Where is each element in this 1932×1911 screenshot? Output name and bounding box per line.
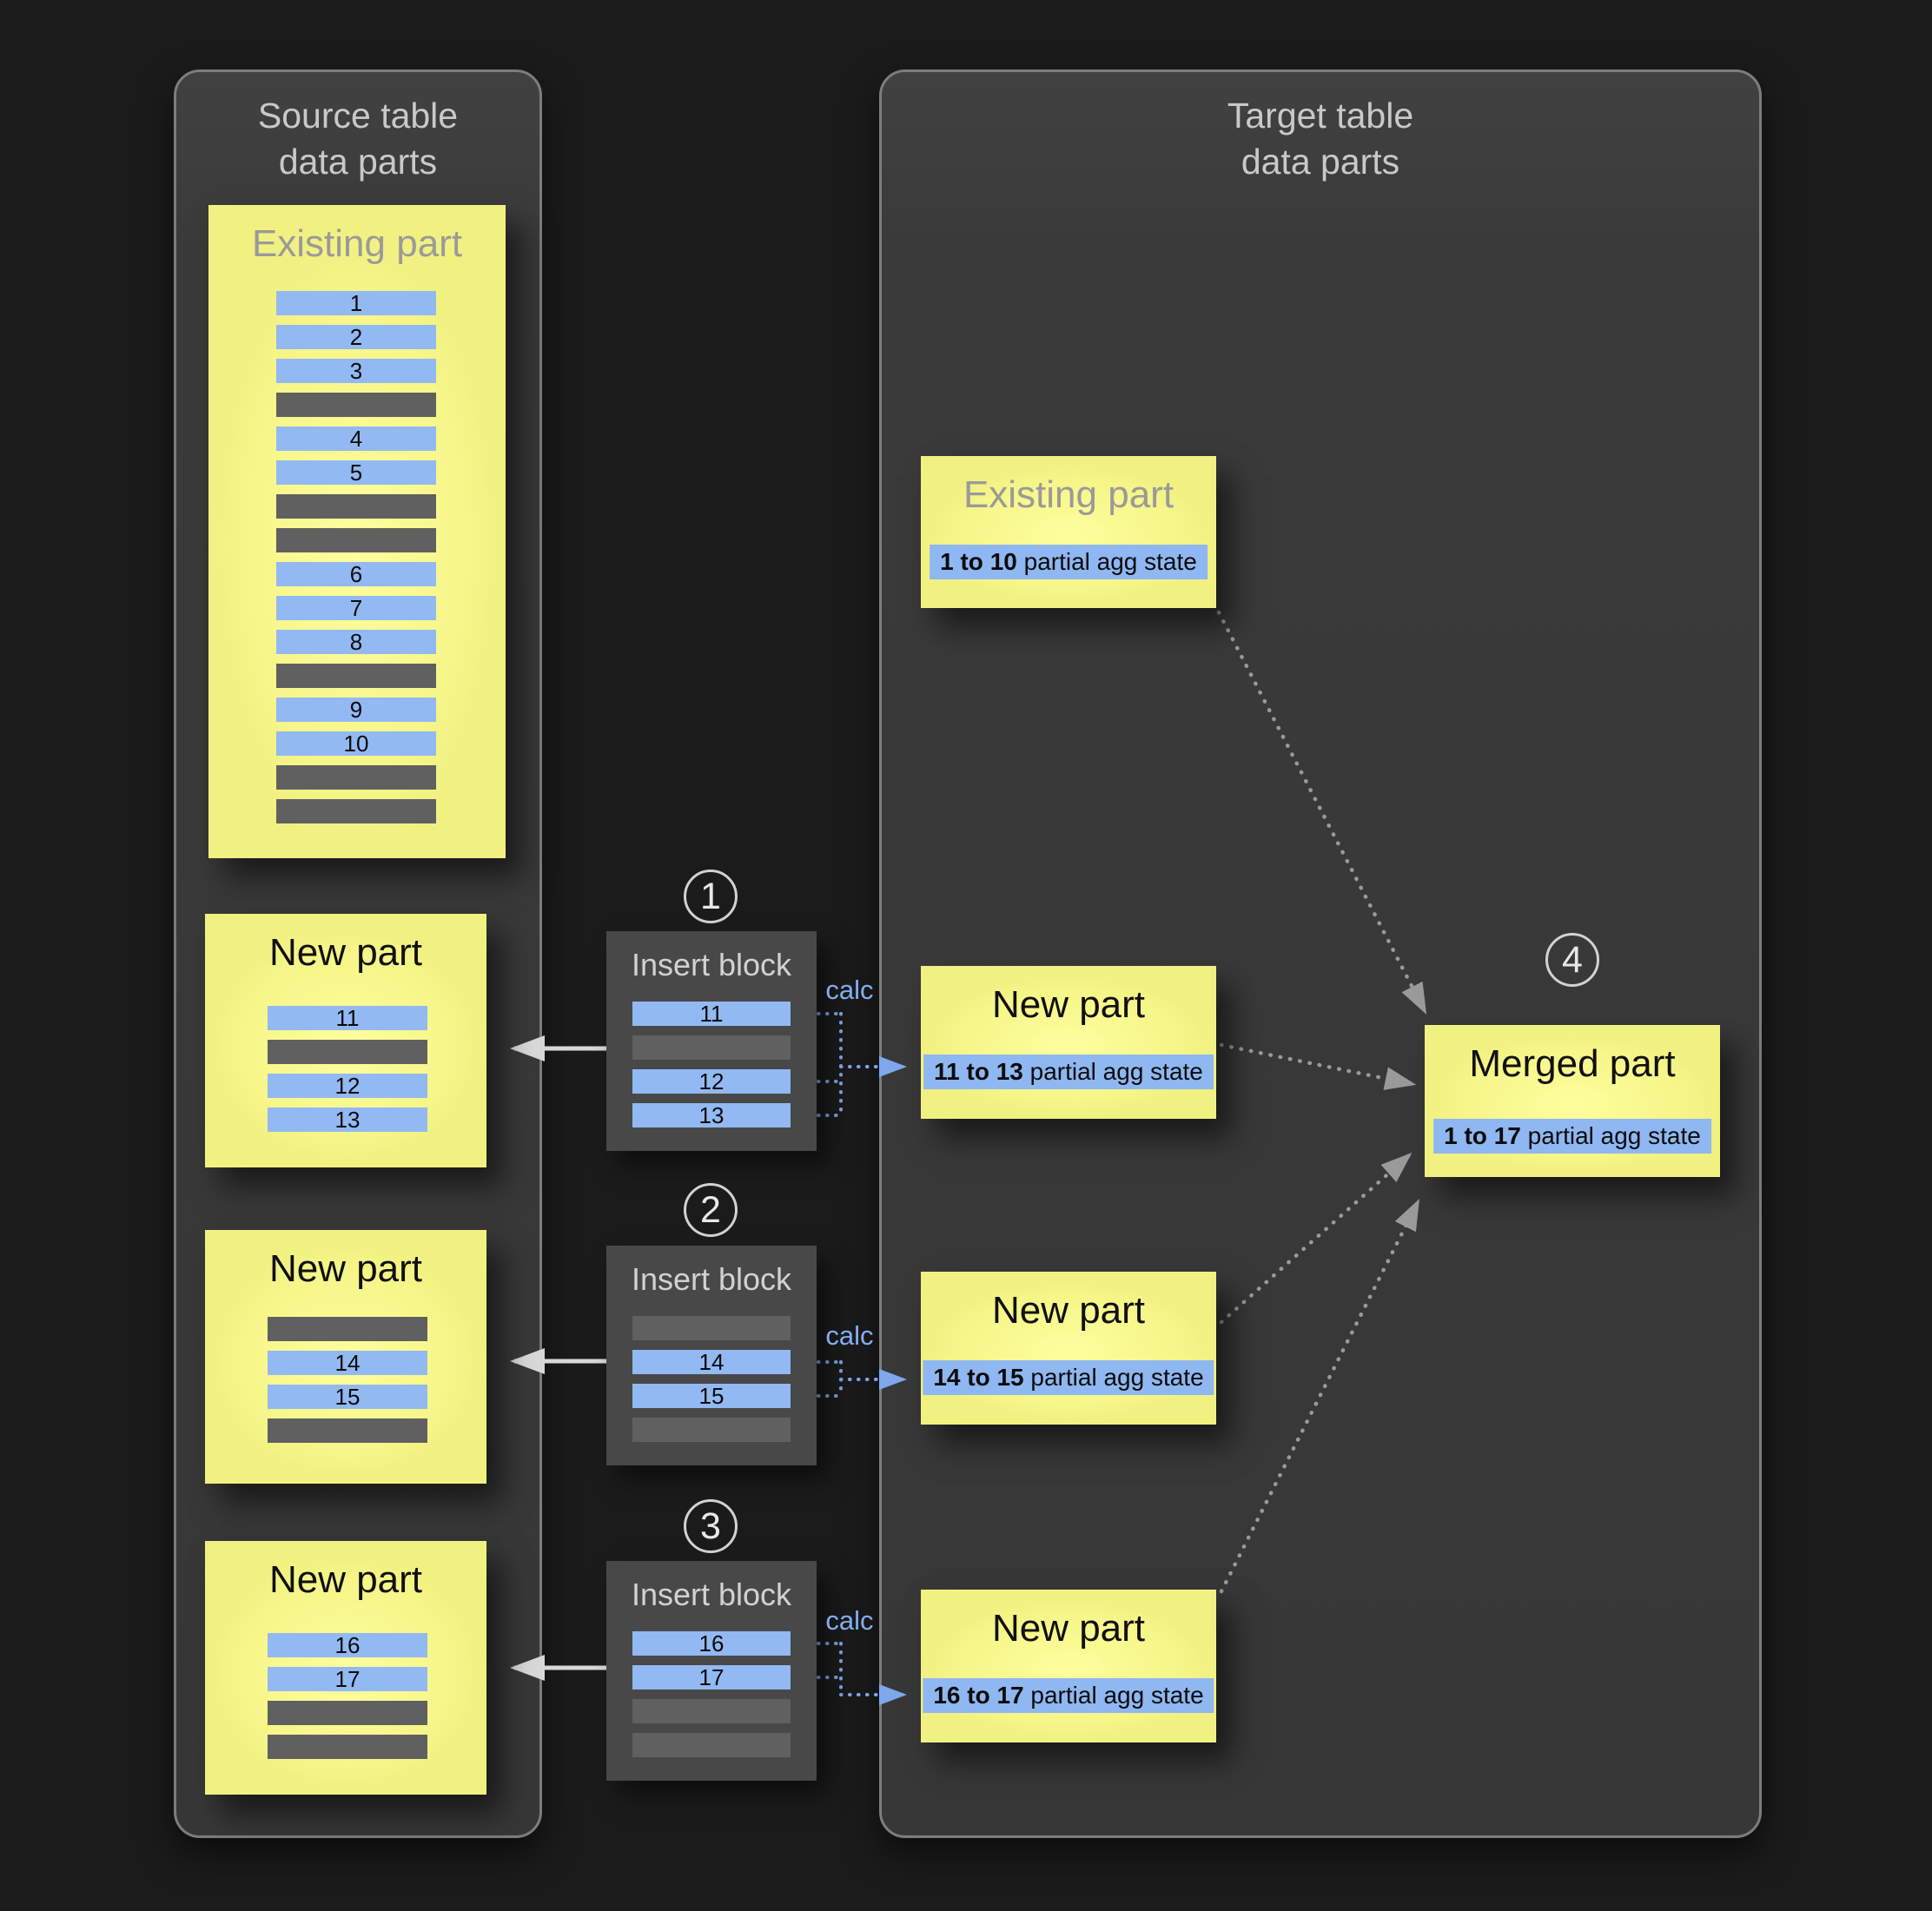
calc-label-1: calc [825,975,874,1005]
step-badge-3-number: 3 [700,1504,721,1547]
agg-state-pill-existing: 1 to 10 partial agg state [930,545,1208,579]
agg-state-pill-2: 14 to 15 partial agg state [923,1360,1214,1395]
data-row: 9 [276,698,436,722]
data-row: 15 [268,1385,427,1409]
agg-range: 11 to 13 [934,1058,1023,1085]
data-row: 12 [268,1074,427,1098]
step-badge-3: 3 [684,1499,738,1553]
data-row: 17 [268,1667,427,1691]
empty-row [268,1418,427,1443]
target-new-part-1-title: New part [991,983,1146,1026]
data-row: 15 [632,1384,791,1408]
empty-row [268,1701,427,1725]
source-new-part-1-rows: 11 12 13 [268,1006,427,1132]
data-row: 2 [276,325,436,349]
empty-row [276,799,436,823]
data-row: 11 [632,1002,791,1026]
step-badge-1-number: 1 [700,875,721,917]
target-panel-title: Target table data parts [882,93,1759,186]
data-row: 7 [276,596,436,620]
target-new-part-1: New part 11 to 13 partial agg state [921,966,1216,1119]
data-row: 13 [632,1103,791,1127]
target-new-part-2-title: New part [991,1289,1146,1332]
agg-text: partial agg state [1029,1058,1203,1085]
target-new-part-3: New part 16 to 17 partial agg state [921,1590,1216,1742]
source-existing-part-title: Existing part [251,222,463,265]
insert-block-2-title: Insert block [631,1261,792,1297]
source-panel-title: Source table data parts [176,93,539,186]
empty-row [632,1418,791,1442]
empty-row [276,393,436,417]
data-row: 13 [268,1108,427,1132]
insert-block-3-title: Insert block [631,1577,792,1612]
target-panel: Target table data parts [879,69,1762,1838]
target-existing-part-title: Existing part [963,473,1174,516]
source-panel-title-line2: data parts [278,142,438,182]
empty-row [632,1316,791,1340]
empty-row [632,1035,791,1060]
step-badge-1: 1 [684,870,738,923]
data-row: 17 [632,1665,791,1689]
data-row: 1 [276,291,436,315]
data-row: 14 [268,1351,427,1375]
insert-block-1-title: Insert block [631,947,792,982]
agg-range: 1 to 10 [940,548,1017,575]
empty-row [276,765,436,790]
agg-range: 14 to 15 [933,1364,1024,1391]
calc-label-3: calc [825,1605,874,1636]
target-new-part-2: New part 14 to 15 partial agg state [921,1272,1216,1425]
step-badge-2: 2 [684,1183,738,1237]
empty-row [276,664,436,688]
empty-row [276,494,436,519]
step-badge-4-number: 4 [1562,938,1583,981]
target-new-part-3-title: New part [991,1607,1146,1650]
merged-part-title: Merged part [1469,1042,1676,1085]
source-existing-part-rows: 1 2 3 4 5 6 7 8 9 10 [276,291,436,823]
target-panel-title-line2: data parts [1241,142,1400,182]
data-row: 5 [276,460,436,485]
data-row: 4 [276,427,436,451]
target-existing-part: Existing part 1 to 10 partial agg state [921,456,1216,608]
agg-text: partial agg state [1527,1122,1701,1149]
calc-label-2: calc [825,1320,874,1351]
merged-part: Merged part 1 to 17 partial agg state [1425,1025,1720,1177]
data-row: 14 [632,1350,791,1374]
agg-text: partial agg state [1030,1682,1204,1709]
agg-text: partial agg state [1030,1364,1204,1391]
empty-row [268,1040,427,1064]
data-row: 11 [268,1006,427,1030]
agg-range: 16 to 17 [933,1682,1024,1709]
empty-row [268,1735,427,1759]
data-row: 16 [268,1633,427,1657]
data-row: 12 [632,1069,791,1094]
empty-row [632,1733,791,1757]
data-row: 3 [276,359,436,383]
empty-row [268,1317,427,1341]
source-new-part-2-title: New part [268,1247,423,1290]
agg-text: partial agg state [1023,548,1197,575]
agg-range: 1 to 17 [1444,1122,1521,1149]
source-new-part-3-title: New part [268,1558,423,1601]
insert-block-1-rows: 11 12 13 [632,1002,791,1127]
data-row: 10 [276,731,436,756]
agg-state-pill-1: 11 to 13 partial agg state [923,1055,1214,1089]
target-panel-title-line1: Target table [1227,96,1414,136]
data-row: 8 [276,630,436,654]
data-row: 6 [276,562,436,586]
empty-row [632,1699,791,1723]
data-row: 16 [632,1631,791,1656]
empty-row [276,528,436,552]
agg-state-pill-3: 16 to 17 partial agg state [923,1678,1214,1713]
source-new-part-1-title: New part [268,931,423,974]
step-badge-2-number: 2 [700,1188,721,1231]
step-badge-4: 4 [1545,933,1599,987]
agg-state-pill-merged: 1 to 17 partial agg state [1433,1119,1711,1154]
source-panel-title-line1: Source table [257,96,459,136]
